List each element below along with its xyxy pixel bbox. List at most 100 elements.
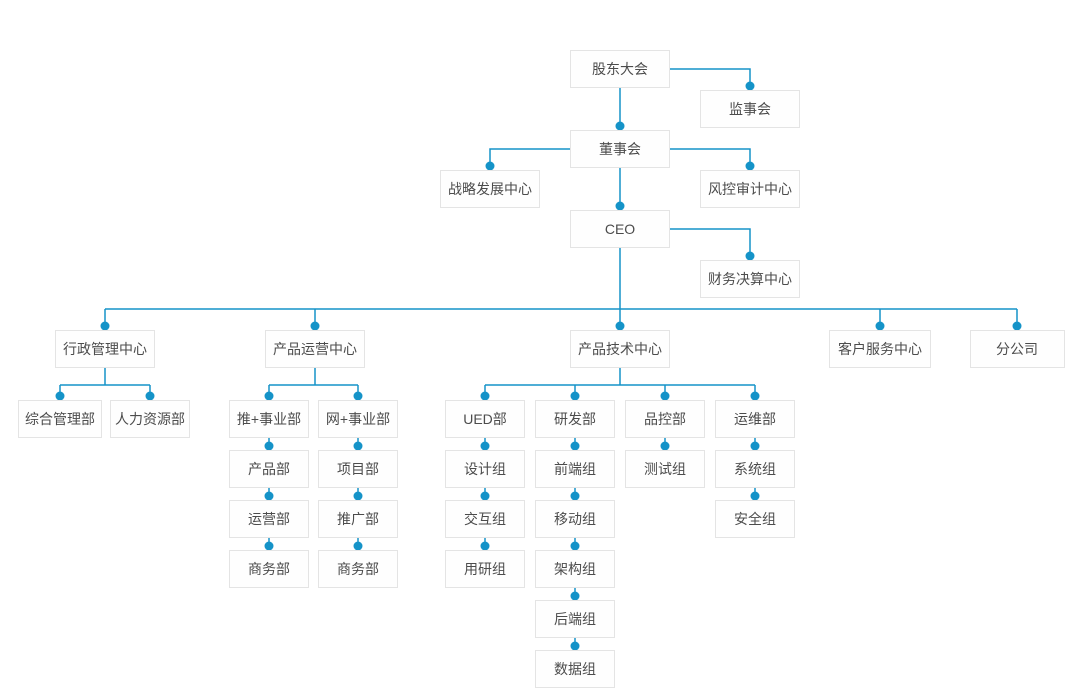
- connector-dot: [570, 391, 580, 401]
- org-node-security-group: 安全组: [715, 500, 795, 538]
- org-node-admin-management-center: 行政管理中心: [55, 330, 155, 368]
- connector-dot: [264, 441, 274, 451]
- org-node-label: 商务部: [248, 561, 290, 577]
- connector-dot: [660, 391, 670, 401]
- org-node-financial-settlement-center: 财务决算中心: [700, 260, 800, 298]
- org-node-ops-maintenance-dept: 运维部: [715, 400, 795, 438]
- org-node-label: 产品运营中心: [273, 341, 357, 357]
- org-node-label: 架构组: [554, 561, 596, 577]
- connector-dot: [480, 541, 490, 551]
- org-node-operation-dept: 运营部: [229, 500, 309, 538]
- org-node-wang-business-unit: 网+事业部: [318, 400, 398, 438]
- org-node-label: 风控审计中心: [708, 181, 792, 197]
- org-node-label: 品控部: [644, 411, 686, 427]
- org-node-tui-business-unit: 推+事业部: [229, 400, 309, 438]
- org-node-label: 推广部: [337, 511, 379, 527]
- org-node-label: 董事会: [599, 141, 641, 157]
- connector-line: [489, 148, 570, 166]
- org-node-label: 推+事业部: [236, 411, 302, 427]
- connector-dot: [570, 541, 580, 551]
- connector-dot: [875, 321, 885, 331]
- org-node-branch-company: 分公司: [969, 330, 1065, 368]
- org-node-strategic-development-center: 战略发展中心: [440, 170, 540, 208]
- connector-dot: [480, 441, 490, 451]
- org-node-label: 网+事业部: [325, 411, 391, 427]
- connector-dot: [570, 591, 580, 601]
- org-node-label: 综合管理部: [25, 411, 95, 427]
- org-node-product-dept: 产品部: [229, 450, 309, 488]
- org-node-shareholders-meeting: 股东大会: [570, 50, 670, 88]
- org-node-label: 交互组: [464, 511, 506, 527]
- org-node-label: 项目部: [337, 461, 379, 477]
- org-node-project-dept: 项目部: [318, 450, 398, 488]
- connector-dot: [615, 321, 625, 331]
- org-node-backend-group: 后端组: [535, 600, 615, 638]
- org-node-label: 前端组: [554, 461, 596, 477]
- org-node-label: 商务部: [337, 561, 379, 577]
- connector-dot: [353, 391, 363, 401]
- org-node-risk-audit-center: 风控审计中心: [700, 170, 800, 208]
- org-node-label: 研发部: [554, 411, 596, 427]
- connector-dot: [570, 491, 580, 501]
- org-node-architecture-group: 架构组: [535, 550, 615, 588]
- connector-dot: [264, 491, 274, 501]
- org-node-label: UED部: [463, 411, 507, 427]
- org-node-rd-dept: 研发部: [535, 400, 615, 438]
- org-node-label: 测试组: [644, 461, 686, 477]
- org-node-label: 行政管理中心: [63, 341, 147, 357]
- connector-dot: [750, 491, 760, 501]
- org-node-label: 产品部: [248, 461, 290, 477]
- org-node-frontend-group: 前端组: [535, 450, 615, 488]
- connector-dot: [750, 441, 760, 451]
- org-node-quality-control-dept: 品控部: [625, 400, 705, 438]
- connector-dot: [480, 491, 490, 501]
- connector-dot: [485, 161, 495, 171]
- org-node-human-resources-dept: 人力资源部: [110, 400, 190, 438]
- org-node-label: 人力资源部: [115, 411, 185, 427]
- org-node-customer-service-center: 客户服务中心: [829, 330, 931, 368]
- org-node-design-group: 设计组: [445, 450, 525, 488]
- connector-dot: [745, 161, 755, 171]
- org-node-label: 战略发展中心: [448, 181, 532, 197]
- connector-dot: [353, 541, 363, 551]
- connector-dot: [1012, 321, 1022, 331]
- org-node-interaction-group: 交互组: [445, 500, 525, 538]
- org-node-label: 设计组: [464, 461, 506, 477]
- connector-dot: [353, 491, 363, 501]
- org-node-system-group: 系统组: [715, 450, 795, 488]
- org-node-promotion-dept: 推广部: [318, 500, 398, 538]
- org-node-label: 监事会: [729, 101, 771, 117]
- org-node-user-research-group: 用研组: [445, 550, 525, 588]
- org-node-general-management-dept: 综合管理部: [18, 400, 102, 438]
- connector-dot: [145, 391, 155, 401]
- connector-dot: [745, 81, 755, 91]
- org-node-label: 移动组: [554, 511, 596, 527]
- connector-dot: [353, 441, 363, 451]
- connector-dot: [55, 391, 65, 401]
- org-node-product-operation-center: 产品运营中心: [265, 330, 365, 368]
- connector-dot: [745, 251, 755, 261]
- org-node-data-group: 数据组: [535, 650, 615, 688]
- connector-dot: [480, 391, 490, 401]
- org-node-label: 后端组: [554, 611, 596, 627]
- connector-line: [670, 68, 751, 86]
- org-node-label: 运营部: [248, 511, 290, 527]
- org-node-label: 客户服务中心: [838, 341, 922, 357]
- org-node-mobile-group: 移动组: [535, 500, 615, 538]
- org-node-label: 数据组: [554, 661, 596, 677]
- connector-dot: [570, 641, 580, 651]
- org-node-label: 产品技术中心: [578, 341, 662, 357]
- org-node-business-dept-2: 商务部: [318, 550, 398, 588]
- org-node-testing-group: 测试组: [625, 450, 705, 488]
- org-node-label: 系统组: [734, 461, 776, 477]
- org-node-ued-dept: UED部: [445, 400, 525, 438]
- connector-dot: [615, 121, 625, 131]
- org-node-ceo: CEO: [570, 210, 670, 248]
- org-node-label: 运维部: [734, 411, 776, 427]
- connector-line: [670, 148, 751, 166]
- org-node-label: 用研组: [464, 561, 506, 577]
- org-node-board-of-directors: 董事会: [570, 130, 670, 168]
- connector-dot: [264, 541, 274, 551]
- org-node-label: 财务决算中心: [708, 271, 792, 287]
